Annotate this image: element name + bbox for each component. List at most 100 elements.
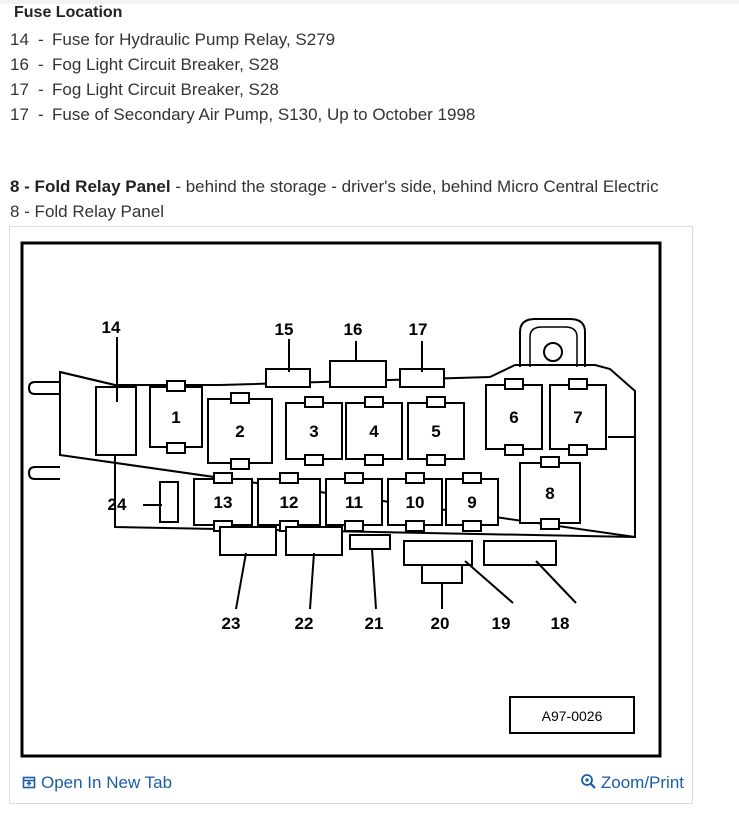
list-item: 16-Fog Light Circuit Breaker, S28 — [10, 55, 279, 74]
relay-socket-5: 5 — [407, 396, 465, 466]
relay-number-2: 2 — [235, 422, 244, 441]
callout-15: 15 — [275, 320, 294, 339]
leader-lines — [116, 337, 577, 610]
callout-labels: 14 15 16 17 24 23 22 21 20 19 18 — [102, 318, 570, 633]
connector-23 — [219, 526, 277, 556]
fuse-list: 14-Fuse for Hydraulic Pump Relay, S279 1… — [10, 27, 475, 127]
relay-socket-body — [207, 398, 273, 464]
relay-number-12: 12 — [280, 493, 299, 512]
relay-panel-description: - behind the storage - driver's side, be… — [170, 177, 659, 196]
cable-bracket — [519, 318, 586, 367]
callout-14: 14 — [102, 318, 121, 337]
relay-socket-tab — [230, 392, 250, 404]
relay-socket-tab — [279, 472, 299, 484]
relay-socket-tab — [166, 380, 186, 392]
reference-code: A97-0026 — [542, 708, 603, 724]
relay-socket-body — [549, 384, 607, 450]
relay-socket-tab — [405, 520, 425, 532]
relay-socket-7: 7 — [549, 378, 607, 456]
fuse-location-heading: Fuse Location — [14, 4, 123, 21]
callout-19: 19 — [492, 614, 511, 633]
relay-socket-tab — [540, 518, 560, 530]
callout-18: 18 — [551, 614, 570, 633]
zoom-magnifier-icon — [580, 774, 596, 789]
callout-24: 24 — [108, 495, 127, 514]
fuse-slot-16 — [329, 360, 387, 388]
relay-socket-body — [519, 462, 581, 524]
relay-socket-tab — [344, 472, 364, 484]
relay-socket-tab — [540, 456, 560, 468]
relay-socket-tab — [462, 472, 482, 484]
cable-grommet — [543, 342, 563, 362]
relay-socket-tab — [405, 472, 425, 484]
mounting-tab — [27, 466, 60, 480]
relay-socket-body — [285, 402, 343, 460]
relay-socket-tab — [504, 444, 524, 456]
relay-number-8: 8 — [545, 484, 554, 503]
figure-footer: Open In New Tab Zoom/Print — [10, 765, 692, 803]
relay-socket-tab — [364, 396, 384, 408]
open-in-new-tab-label: Open In New Tab — [41, 773, 173, 792]
relay-number-10: 10 — [406, 493, 425, 512]
relay-number-3: 3 — [309, 422, 318, 441]
relay-panel-heading: 8 - Fold Relay Panel - behind the storag… — [10, 177, 659, 197]
relay-socket-13: 13 — [193, 472, 253, 532]
relay-number-7: 7 — [573, 408, 582, 427]
relay-socket-4: 4 — [345, 396, 403, 466]
callout-16: 16 — [344, 320, 363, 339]
callout-21: 21 — [365, 614, 384, 633]
callout-20: 20 — [431, 614, 450, 633]
relay-socket-tab — [213, 472, 233, 484]
relay-socket-10: 10 — [387, 472, 443, 532]
relay-socket-8: 8 — [519, 456, 581, 530]
relay-socket-body — [257, 478, 321, 526]
connector-21 — [349, 534, 391, 550]
relay-socket-2: 2 — [207, 392, 273, 470]
relay-socket-6: 6 — [485, 378, 543, 456]
relay-number-9: 9 — [467, 493, 476, 512]
top-border — [0, 0, 739, 4]
callout-23: 23 — [222, 614, 241, 633]
open-in-new-tab-link[interactable]: Open In New Tab — [22, 773, 172, 793]
list-item: 17-Fuse of Secondary Air Pump, S130, Up … — [10, 105, 476, 124]
relay-socket-1: 1 — [149, 380, 203, 454]
relay-socket-tab — [568, 378, 588, 390]
open-in-new-tab-icon — [22, 776, 36, 789]
zoom-print-link[interactable]: Zoom/Print — [580, 773, 684, 793]
relay-socket-tab — [504, 378, 524, 390]
list-item: 14-Fuse for Hydraulic Pump Relay, S279 — [10, 30, 336, 49]
relay-socket-9: 9 — [445, 472, 499, 532]
relay-number-13: 13 — [214, 493, 233, 512]
connector-20 — [421, 564, 463, 584]
connector-22 — [285, 526, 343, 556]
relay-socket-body — [485, 384, 543, 450]
relay-socket-11: 11 — [325, 472, 383, 532]
relay-socket-tab — [364, 454, 384, 466]
relay-socket-3: 3 — [285, 396, 343, 466]
relay-socket-tab — [568, 444, 588, 456]
figure-caption: 8 - Fold Relay Panel — [10, 202, 165, 221]
relay-socket-tab — [230, 458, 250, 470]
connector-19 — [403, 540, 473, 566]
mounting-tab — [27, 381, 60, 395]
callout-22: 22 — [295, 614, 314, 633]
cable-bracket-inner — [529, 326, 578, 367]
zoom-print-label: Zoom/Print — [600, 773, 684, 792]
relay-socket-body — [325, 478, 383, 526]
relay-socket-tab — [426, 396, 446, 408]
relay-socket-tab — [304, 454, 324, 466]
relay-socket-tab — [166, 442, 186, 454]
relay-number-4: 4 — [369, 422, 379, 441]
component-24 — [159, 481, 179, 523]
relay-socket-tab — [426, 454, 446, 466]
relay-number-6: 6 — [509, 408, 518, 427]
relay-socket-tab — [304, 396, 324, 408]
relay-socket-tab — [344, 520, 364, 532]
relay-number-5: 5 — [431, 422, 440, 441]
relay-panel-title: 8 - Fold Relay Panel — [10, 177, 171, 196]
relay-socket-body — [345, 402, 403, 460]
relay-socket-12: 12 — [257, 472, 321, 532]
